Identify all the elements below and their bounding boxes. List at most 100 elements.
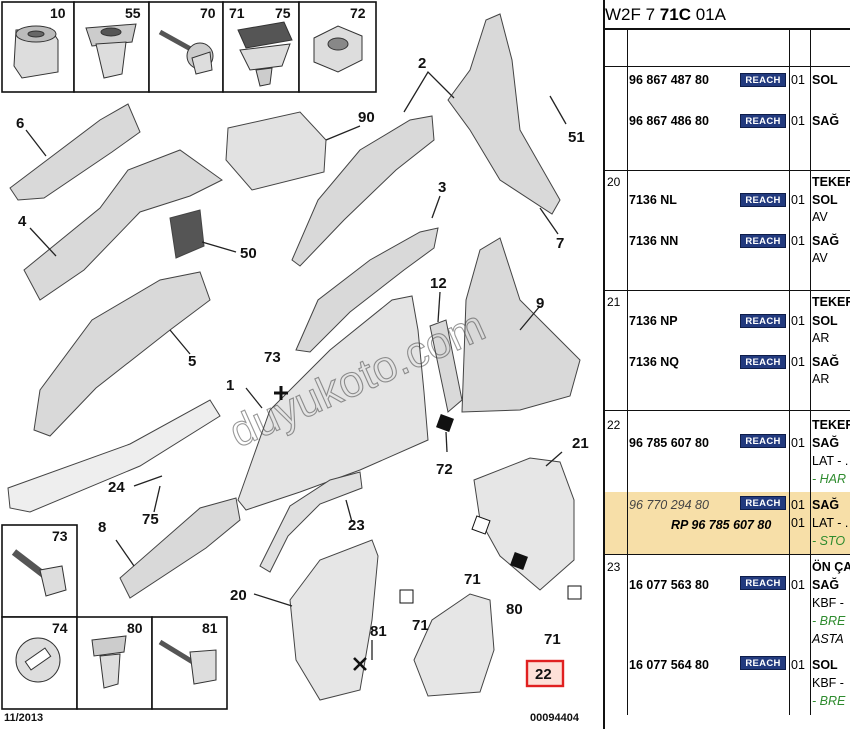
bolt-icon (11, 549, 67, 597)
col-divider (789, 30, 790, 715)
diagram-canvas: 10 55 70 71 75 72 73 74 80 81 (1, 1, 589, 724)
section-title: TEKER (812, 295, 850, 309)
callout-12: 12 (430, 275, 447, 292)
callout-5: 5 (188, 353, 196, 370)
description: SAĞ (812, 436, 840, 450)
reach-badge: REACH (740, 355, 786, 369)
part-number[interactable]: 7136 NP (629, 314, 678, 328)
reach-badge: REACH (740, 73, 786, 87)
description-detail: KBF - (812, 676, 844, 690)
legend-num-73: 73 (52, 528, 68, 544)
header-suffix: 01A (690, 5, 726, 24)
section-number: 20 (607, 175, 621, 189)
part-9-wheelarch (461, 237, 581, 413)
screw-washer-icon (158, 29, 214, 75)
callout-22-highlight[interactable]: 22 (525, 659, 565, 688)
callout-2: 2 (418, 55, 426, 72)
quantity: 01 (791, 578, 805, 592)
section-title: TEKER (812, 175, 850, 189)
row-divider (605, 66, 850, 67)
plastic-clip-icon (237, 21, 293, 87)
part-12-strip (429, 319, 463, 413)
footer-date: 11/2013 (4, 712, 43, 724)
callout-71-c: 71 (544, 631, 561, 648)
reach-badge: REACH (740, 496, 786, 510)
section-number: 22 (607, 418, 621, 432)
table-header: W2F 7 71C 01A (605, 0, 850, 30)
description-detail: AV (812, 210, 828, 224)
row-divider (605, 170, 850, 171)
part-number[interactable]: 7136 NL (629, 193, 677, 207)
callout-51: 51 (568, 129, 585, 146)
replacement-part-number[interactable]: RP 96 785 607 80 (671, 518, 772, 532)
reach-badge: REACH (740, 434, 786, 448)
col-divider (810, 30, 811, 715)
callout-3: 3 (438, 179, 446, 196)
marker-71-square-a (471, 515, 491, 535)
part-23-arch-trim (259, 471, 363, 573)
part-number[interactable]: 96 785 607 80 (629, 436, 709, 450)
callout-75: 75 (142, 511, 159, 528)
part-50-bracket (169, 209, 205, 259)
description-detail: AR (812, 331, 830, 345)
legend-num-10: 10 (50, 5, 66, 21)
reach-badge: REACH (740, 314, 786, 328)
callout-23: 23 (348, 517, 365, 534)
legend-num-70: 70 (200, 5, 216, 21)
description-detail: AV (812, 251, 828, 265)
description-note: - BRE (812, 614, 846, 628)
parts-diagram: 10 55 70 71 75 72 73 74 80 81 (1, 1, 589, 724)
callout-1: 1 (226, 377, 234, 394)
description: SAĞ (812, 355, 840, 369)
section-number: 21 (607, 295, 621, 309)
section-title: TEKER (812, 418, 850, 432)
part-number[interactable]: 96 867 487 80 (629, 73, 709, 87)
part-number[interactable]: 96 867 486 80 (629, 114, 709, 128)
highlighted-row-band (605, 492, 850, 554)
marker-80-square (510, 552, 528, 570)
part-21-liner (473, 457, 575, 591)
description-detail: KBF - (812, 596, 844, 610)
callout-20: 20 (230, 587, 247, 604)
callout-4: 4 (18, 213, 27, 230)
marker-71-square-b (399, 589, 414, 604)
callout-7: 7 (556, 235, 564, 252)
legend-num-75: 75 (275, 5, 291, 21)
description: SOL (812, 658, 838, 672)
reach-badge: REACH (740, 656, 786, 670)
part-90-clip-kit (225, 111, 327, 191)
header-code: 71C (659, 5, 691, 24)
description-note: - STO (812, 534, 846, 548)
part-number[interactable]: 7136 NN (629, 234, 679, 248)
section-title: ÖN ÇA (812, 560, 850, 574)
legend-bottom (1, 524, 228, 710)
quantity: 01 (791, 114, 805, 128)
rivet-icon (91, 635, 127, 689)
legend-num-81: 81 (202, 620, 218, 636)
part-8-bracket (119, 497, 241, 599)
quantity: 01 (791, 193, 805, 207)
footer-code: 00094404 (530, 712, 580, 724)
callout-90: 90 (358, 109, 375, 126)
marker-72-square (436, 414, 454, 432)
part-7-pillar (447, 13, 561, 215)
row-divider (605, 410, 850, 411)
part-24-sill (7, 399, 221, 513)
marker-71-square-c (567, 585, 582, 600)
row-divider (605, 290, 850, 291)
part-number[interactable]: 7136 NQ (629, 355, 680, 369)
part-1-fender (237, 295, 429, 511)
description-detail: LAT - . (812, 454, 849, 468)
description: SAĞ (812, 498, 840, 512)
callout-24: 24 (108, 479, 125, 496)
part-number[interactable]: 16 077 563 80 (629, 578, 709, 592)
legend-num-72: 72 (350, 5, 366, 21)
description: SAĞ (812, 578, 840, 592)
part-number-superseded[interactable]: 96 770 294 80 (629, 498, 709, 512)
legend-num-55: 55 (125, 5, 141, 21)
reach-badge: REACH (740, 576, 786, 590)
description-detail: LAT - . (812, 516, 849, 530)
description: SAĞ (812, 234, 840, 248)
callout-81: 81 (370, 623, 387, 640)
part-number[interactable]: 16 077 564 80 (629, 658, 709, 672)
